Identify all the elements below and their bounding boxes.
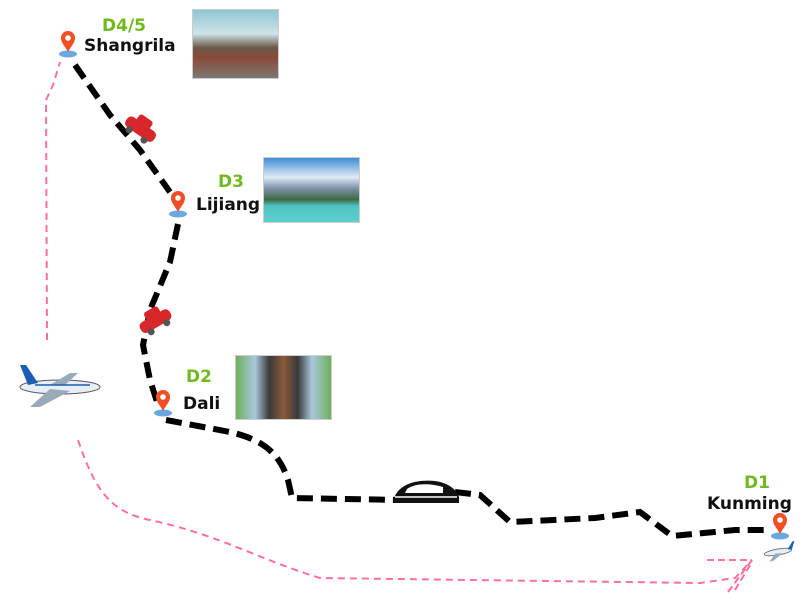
day-label: D1 xyxy=(744,473,770,493)
location-pin-icon xyxy=(771,513,789,540)
day-label: D3 xyxy=(218,172,244,192)
day-label: D4/5 xyxy=(102,16,146,36)
flight-route-south xyxy=(77,439,753,585)
airplane-icon xyxy=(763,540,795,562)
car-icon xyxy=(125,114,156,144)
train-icon xyxy=(393,480,459,503)
road-route xyxy=(72,63,768,540)
location-pin-icon xyxy=(59,31,77,58)
airplane-icon xyxy=(19,365,101,407)
photo-dali xyxy=(235,355,332,420)
flight-arrowhead xyxy=(707,559,753,593)
photo-shangrila xyxy=(192,9,279,79)
city-label-lijiang: Lijiang xyxy=(196,195,261,215)
location-pin-icon xyxy=(154,390,172,417)
location-pin-icon xyxy=(169,191,187,218)
flight-route-north xyxy=(44,61,61,341)
day-label: D2 xyxy=(186,367,212,387)
car-icon xyxy=(139,306,172,336)
city-label-dali: Dali xyxy=(183,394,221,414)
photo-lijiang xyxy=(263,157,360,223)
city-label-kunming: Kunming xyxy=(707,494,792,514)
city-label-shangrila: Shangrila xyxy=(84,36,176,56)
